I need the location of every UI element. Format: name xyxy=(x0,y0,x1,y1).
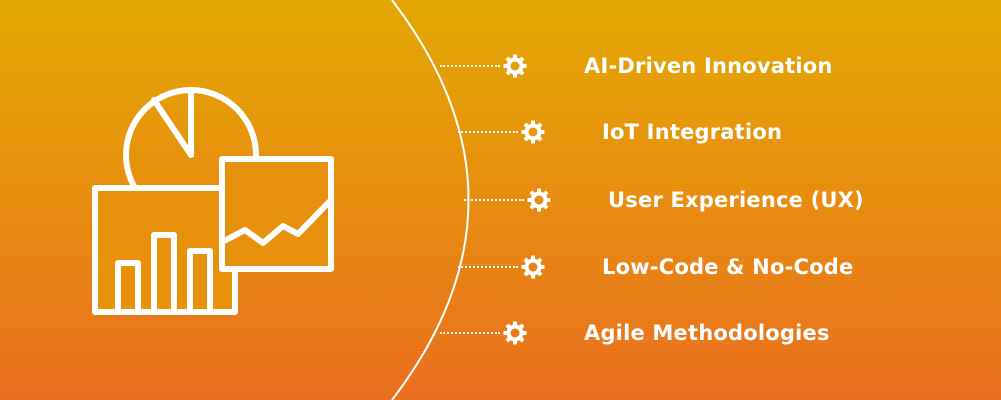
item-label-user-experience: User Experience (UX) xyxy=(608,188,864,212)
item-label-ai-driven-innovation: AI-Driven Innovation xyxy=(584,54,833,78)
gear-icon xyxy=(527,188,551,212)
dotted-connector xyxy=(458,266,518,268)
list-item: AI-Driven Innovation xyxy=(440,49,833,83)
list-item: Low-Code & No-Code xyxy=(458,250,853,284)
analytics-dashboard-icon xyxy=(92,87,334,315)
dotted-connector xyxy=(458,131,518,133)
item-label-iot-integration: IoT Integration xyxy=(602,120,783,144)
dotted-connector xyxy=(440,332,500,334)
dotted-connector xyxy=(464,199,524,201)
list-item: User Experience (UX) xyxy=(464,183,864,217)
item-label-agile-methodologies: Agile Methodologies xyxy=(584,321,830,345)
list-item: Agile Methodologies xyxy=(440,316,830,350)
item-label-low-code-no-code: Low-Code & No-Code xyxy=(602,255,854,279)
gear-icon xyxy=(521,120,545,144)
gear-icon xyxy=(503,321,527,345)
gear-icon xyxy=(503,54,527,78)
gear-icon xyxy=(521,255,545,279)
dotted-connector xyxy=(440,65,500,67)
list-item: IoT Integration xyxy=(458,115,782,149)
